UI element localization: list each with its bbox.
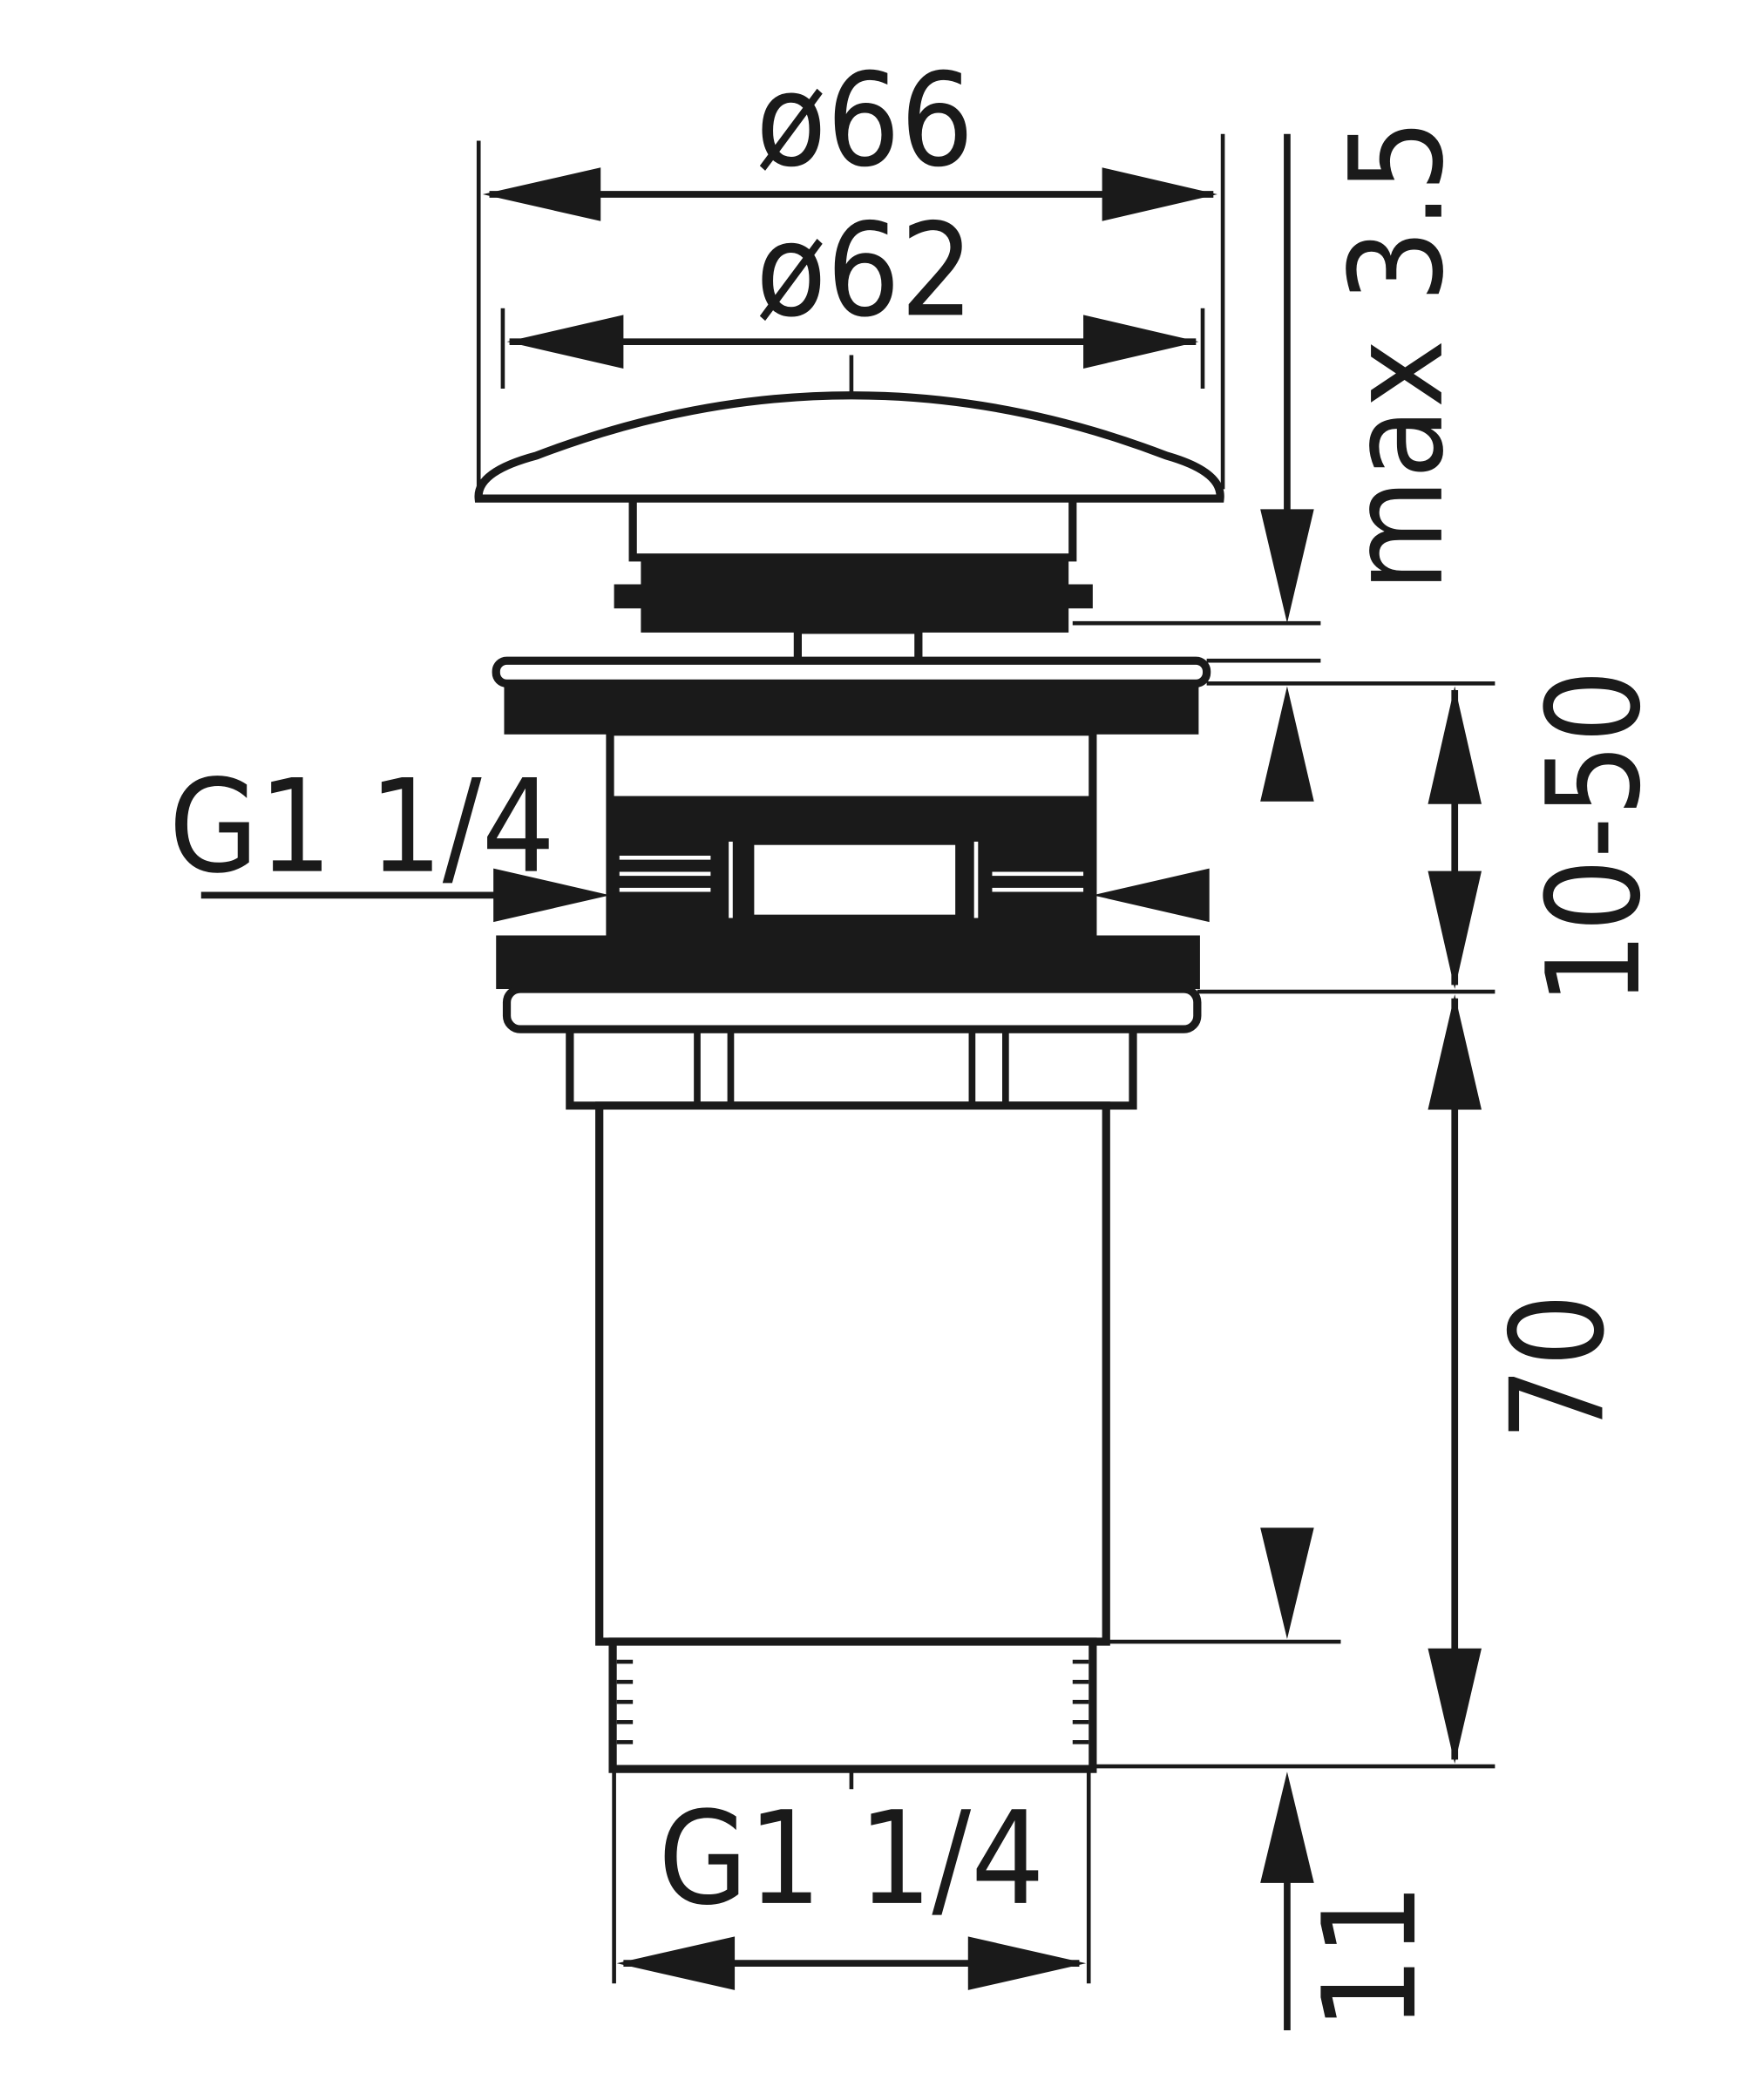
flange bbox=[492, 656, 1211, 688]
max-gap-label: max 3.5 bbox=[1322, 119, 1472, 592]
dimension-cap-diameter: ø62 bbox=[500, 195, 1205, 390]
tail-thread-lines bbox=[616, 1659, 1089, 1744]
overflow-window bbox=[747, 838, 962, 922]
dimension-bottom-thread: G1 1/4 bbox=[612, 1769, 1091, 1990]
flange-gasket bbox=[504, 683, 1199, 735]
cap-stem bbox=[628, 494, 1077, 562]
dimension-clamp-range: 10-50 bbox=[1197, 669, 1669, 1006]
body-length-label: 70 bbox=[1482, 1293, 1632, 1440]
dimension-thread-length: 11 bbox=[1106, 1528, 1445, 2031]
thread-length-label: 11 bbox=[1295, 1883, 1445, 2030]
tail-thread bbox=[608, 1637, 1097, 1773]
dimension-max-gap: max 3.5 bbox=[1072, 119, 1472, 802]
clamp-range-label: 10-50 bbox=[1519, 669, 1669, 1006]
cap bbox=[474, 391, 1224, 503]
dimension-side-thread: G1 1/4 bbox=[169, 752, 1210, 923]
dimension-outer-diameter: ø66 bbox=[476, 45, 1225, 490]
washer bbox=[502, 985, 1202, 1033]
hex-nut-edges bbox=[694, 1029, 1009, 1106]
tail-tube bbox=[595, 1101, 1110, 1646]
side-thread-label: G1 1/4 bbox=[169, 752, 555, 902]
hex-nut bbox=[566, 1025, 1137, 1110]
dimension-body-length: 70 bbox=[1092, 994, 1632, 1769]
seal-tab-right bbox=[1060, 584, 1093, 609]
cap-diameter-label: ø62 bbox=[756, 195, 973, 345]
drain-body bbox=[474, 391, 1224, 1773]
thread-lines bbox=[619, 841, 1084, 918]
lock-nut bbox=[496, 935, 1200, 990]
seal-ring bbox=[641, 554, 1069, 633]
bottom-thread-label: G1 1/4 bbox=[658, 1784, 1044, 1934]
outer-diameter-label: ø66 bbox=[756, 45, 973, 195]
seal-tab-left bbox=[614, 584, 649, 609]
